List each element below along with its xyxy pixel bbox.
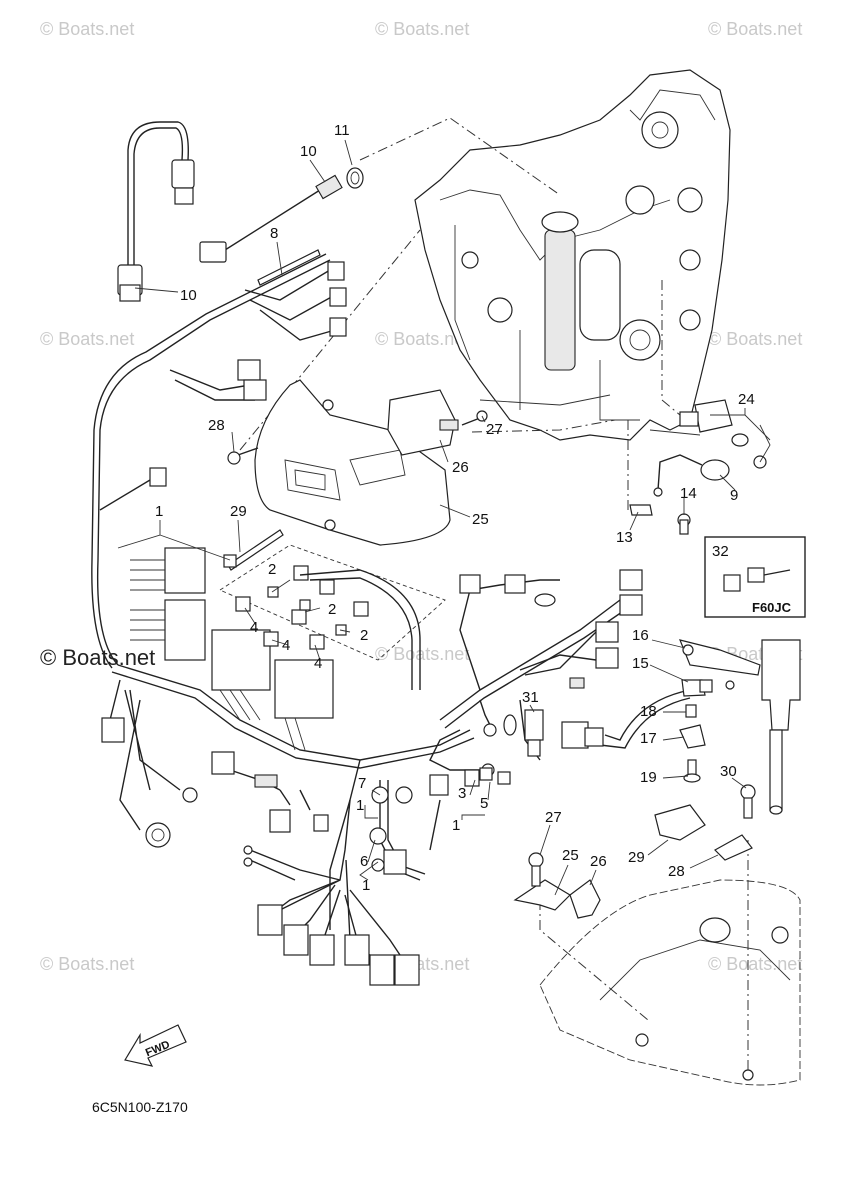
- callout-numbers: 11 10 8 10 28 27 26 25 29 1 24 9 14 13 1…: [155, 122, 755, 894]
- watermark: © Boats.net: [708, 19, 802, 39]
- linkage-rod: [761, 639, 801, 815]
- watermark: © Boats.net: [40, 19, 134, 39]
- callout-1: 1: [362, 877, 370, 894]
- callout-4: 4: [314, 655, 322, 672]
- watermark-prominent: © Boats.net: [40, 645, 155, 670]
- harness-cover: [227, 379, 488, 546]
- callout-1: 1: [356, 797, 364, 814]
- watermark: © Boats.net: [375, 644, 469, 664]
- callout-20: 25: [472, 511, 489, 528]
- callout-21: 26: [452, 459, 469, 476]
- callout-18: 19: [640, 769, 657, 786]
- callout-9: 9: [730, 487, 738, 504]
- callout-2: 2: [328, 601, 336, 618]
- callout-6: 6: [360, 853, 368, 870]
- upper-harness-lead: [117, 121, 364, 302]
- callout-2: 2: [360, 627, 368, 644]
- watermark: © Boats.net: [40, 329, 134, 349]
- watermark: © Boats.net: [40, 954, 134, 974]
- sensor-lead: [561, 639, 761, 783]
- watermark: © Boats.net: [708, 954, 802, 974]
- watermark: © Boats.net: [375, 19, 469, 39]
- callout-16: 17: [640, 730, 657, 747]
- callout-13: 14: [680, 485, 697, 502]
- callout-27: 27: [545, 809, 562, 826]
- cable-ties: [223, 249, 321, 571]
- callout-5: 5: [480, 795, 488, 812]
- fwd-arrow: FWD: [124, 1024, 187, 1067]
- watermark: © Boats.net: [708, 329, 802, 349]
- callout-25: 25: [562, 847, 579, 864]
- callout-12: 13: [616, 529, 633, 546]
- callout-14: 15: [632, 655, 649, 672]
- callout-19: 24: [738, 391, 755, 408]
- diagram-code: 6C5N100-Z170: [92, 1099, 188, 1115]
- callout-29: 29: [628, 849, 645, 866]
- inset-part-number: 32: [712, 543, 729, 560]
- callout-17: 18: [640, 703, 657, 720]
- inset-label: F60JC: [752, 600, 792, 615]
- callout-30: 30: [720, 763, 737, 780]
- inset-box: 32 F60JC: [704, 536, 806, 618]
- callout-10: 10: [180, 287, 197, 304]
- callout-11: 11: [334, 122, 350, 139]
- lower-harness: [211, 751, 449, 986]
- callout-4: 4: [282, 637, 290, 654]
- right-harness: [429, 569, 643, 787]
- callout-15: 16: [632, 627, 649, 644]
- cdi-units: [130, 547, 334, 751]
- callout-31: 31: [522, 689, 539, 706]
- callout-10: 10: [300, 143, 317, 160]
- callout-1: 1: [155, 503, 163, 520]
- main-harness: [91, 253, 475, 848]
- watermark: © Boats.net: [375, 329, 469, 349]
- callout-7: 7: [358, 775, 366, 792]
- callout-24: 29: [230, 503, 247, 520]
- brackets: [513, 784, 756, 919]
- lower-pan: [539, 879, 801, 1086]
- callout-3: 3: [458, 785, 466, 802]
- callout-26: 26: [590, 853, 607, 870]
- callout-1: 1: [452, 817, 460, 834]
- leader-lines: [117, 139, 771, 896]
- engine-block: [414, 69, 731, 441]
- sensor-19: [629, 399, 771, 535]
- callout-22: 27: [486, 421, 503, 438]
- callout-28: 28: [668, 863, 685, 880]
- callout-23: 28: [208, 417, 225, 434]
- callout-4: 4: [250, 619, 258, 636]
- callout-2: 2: [268, 561, 276, 578]
- callout-8: 8: [270, 225, 278, 242]
